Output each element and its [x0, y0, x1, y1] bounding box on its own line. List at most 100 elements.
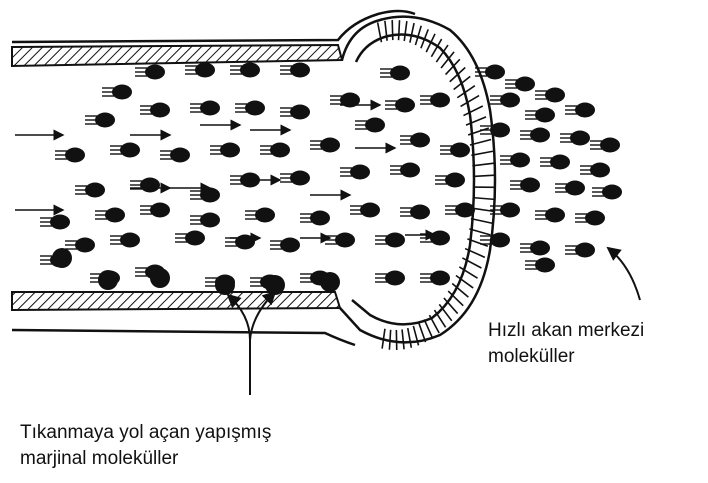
- molecule: [150, 203, 170, 218]
- molecule: [360, 203, 380, 218]
- wall-tick: [461, 96, 479, 107]
- molecule: [590, 163, 610, 178]
- molecule: [400, 163, 420, 178]
- molecule: [530, 128, 550, 143]
- central-pointer: [608, 248, 640, 300]
- molecule: [195, 63, 215, 78]
- molecule: [75, 238, 95, 253]
- molecule: [550, 155, 570, 170]
- molecule: [545, 88, 565, 103]
- wall-tick: [402, 329, 404, 349]
- wall-tick: [473, 175, 495, 176]
- molecule: [390, 66, 410, 81]
- wall-tick: [471, 151, 493, 155]
- wall-tick: [389, 330, 390, 350]
- molecule: [200, 101, 220, 116]
- molecule: [410, 205, 430, 220]
- molecule: [50, 215, 70, 230]
- wall-tick: [471, 219, 492, 224]
- marginal-molecule: [320, 272, 340, 292]
- molecule: [500, 93, 520, 108]
- molecule: [120, 233, 140, 248]
- molecule: [430, 231, 450, 246]
- marginal-molecule: [150, 268, 170, 288]
- molecule: [112, 85, 132, 100]
- wall-tick: [429, 315, 439, 333]
- molecule: [150, 103, 170, 118]
- molecule: [95, 113, 115, 128]
- molecule: [430, 271, 450, 286]
- molecule: [530, 241, 550, 256]
- molecule: [200, 213, 220, 228]
- molecule: [320, 138, 340, 153]
- wall-tick: [450, 68, 465, 82]
- molecule: [255, 208, 275, 223]
- molecule: [545, 208, 565, 223]
- molecule: [85, 183, 105, 198]
- molecule: [170, 148, 190, 163]
- molecule: [410, 133, 430, 148]
- marginal-label-line-2: marjinal moleküller: [20, 446, 271, 472]
- molecule: [570, 131, 590, 146]
- molecule: [455, 203, 475, 218]
- marginal-molecule: [52, 248, 72, 268]
- molecule: [280, 238, 300, 253]
- wall-tick: [424, 319, 432, 338]
- wall-tick: [408, 328, 412, 348]
- molecule: [485, 65, 505, 80]
- molecule: [535, 258, 555, 273]
- molecule: [575, 103, 595, 118]
- molecule: [290, 105, 310, 120]
- wall-tick: [419, 323, 426, 342]
- molecule: [490, 123, 510, 138]
- molecule: [395, 98, 415, 113]
- molecule: [385, 233, 405, 248]
- molecule: [500, 203, 520, 218]
- molecule: [575, 243, 595, 258]
- molecule: [145, 65, 165, 80]
- molecule: [65, 148, 85, 163]
- central-label-line-1: Hızlı akan merkezi: [488, 318, 644, 344]
- molecule: [290, 171, 310, 186]
- molecule: [240, 63, 260, 78]
- molecule: [385, 271, 405, 286]
- wall-tick: [473, 198, 495, 200]
- marginal-molecules-label: Tıkanmaya yol açan yapışmış marjinal mol…: [20, 420, 271, 472]
- molecule: [565, 181, 585, 196]
- molecule: [200, 188, 220, 203]
- wall-tick: [410, 23, 414, 43]
- molecule: [235, 235, 255, 250]
- marginal-molecule: [98, 270, 118, 290]
- molecule: [510, 153, 530, 168]
- wall-tick: [399, 20, 400, 40]
- molecule: [430, 93, 450, 108]
- molecule: [290, 63, 310, 78]
- molecule: [350, 165, 370, 180]
- wall-tick: [466, 117, 486, 125]
- molecule: [490, 233, 510, 248]
- molecules: [40, 63, 622, 296]
- molecule: [515, 77, 535, 92]
- molecule: [602, 185, 622, 200]
- molecule: [450, 143, 470, 158]
- molecule: [365, 118, 385, 133]
- molecule: [140, 178, 160, 193]
- wall-tick: [472, 163, 494, 166]
- molecule: [585, 211, 605, 226]
- molecule: [270, 143, 290, 158]
- molecule: [120, 143, 140, 158]
- molecule: [185, 231, 205, 246]
- wall-tick: [404, 21, 407, 41]
- central-label-line-2: moleküller: [488, 344, 644, 370]
- molecule: [105, 208, 125, 223]
- wall-tick: [392, 20, 393, 40]
- molecule: [335, 233, 355, 248]
- molecule: [220, 143, 240, 158]
- marginal-pointer-left: [228, 295, 250, 395]
- marginal-molecule: [215, 275, 235, 295]
- molecule: [445, 173, 465, 188]
- central-molecules-label: Hızlı akan merkezi moleküller: [488, 318, 644, 370]
- molecule: [535, 108, 555, 123]
